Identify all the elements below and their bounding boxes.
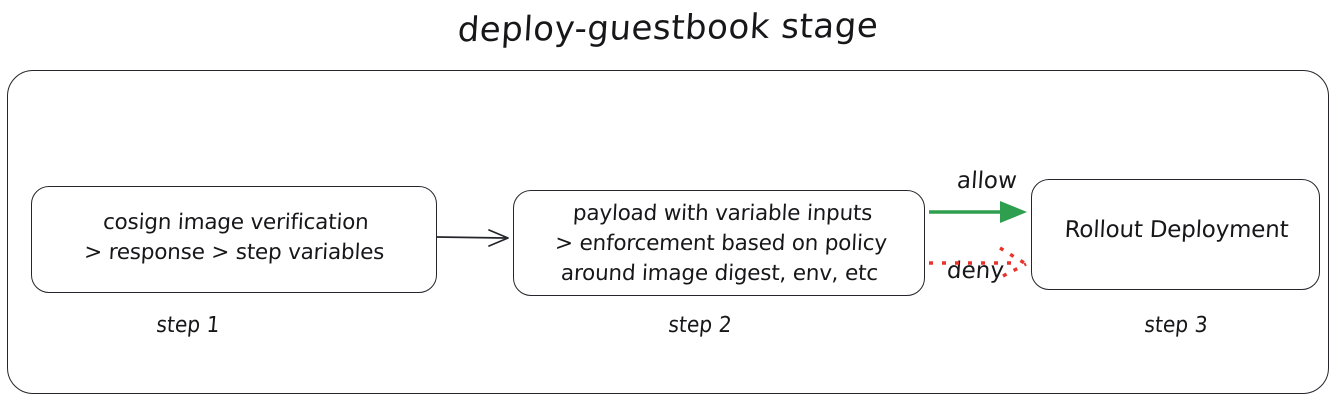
node-step-1-text: cosign image verification > response > s…	[28, 208, 441, 268]
caption-step-2: step 2	[667, 313, 733, 338]
caption-step-1: step 1	[155, 313, 221, 338]
page-title: deploy-guestbook stage	[456, 5, 880, 51]
node-step-2-text: payload with variable inputs > enforceme…	[514, 199, 929, 289]
node-step-2[interactable]: payload with variable inputs > enforceme…	[513, 190, 925, 296]
edge-label-deny: deny	[946, 258, 1005, 284]
node-step-1[interactable]: cosign image verification > response > s…	[31, 186, 437, 293]
edge-label-allow: allow	[956, 168, 1018, 194]
node-step-3[interactable]: Rollout Deployment	[1031, 179, 1320, 290]
node-step-2-line-2: > enforcement based on policy	[554, 231, 888, 256]
node-step-3-line-1: Rollout Deployment	[1063, 217, 1290, 243]
node-step-2-line-1: payload with variable inputs	[572, 201, 873, 226]
node-step-2-line-3: around image digest, env, etc	[560, 261, 879, 286]
node-step-3-text: Rollout Deployment	[1031, 215, 1322, 245]
node-step-1-line-1: cosign image verification	[102, 210, 370, 235]
stage-container	[7, 70, 1329, 394]
caption-step-3: step 3	[1143, 313, 1209, 338]
node-step-1-line-2: > response > step variables	[83, 240, 385, 265]
